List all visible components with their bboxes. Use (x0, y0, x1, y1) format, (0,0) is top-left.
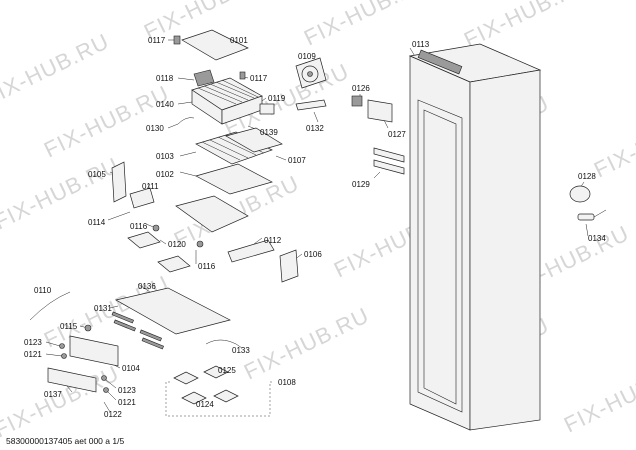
label-0131: 0131 (94, 304, 112, 313)
side-bracket-left (111, 161, 127, 203)
door-rails (373, 147, 405, 175)
label-0117: 0117 (250, 74, 268, 83)
label-0110: 0110 (34, 286, 52, 295)
label-0119: 0119 (268, 94, 286, 103)
handle-bracket (295, 99, 327, 111)
label-0114: 0114 (88, 218, 106, 227)
label-0137: 0137 (44, 390, 62, 399)
control-board (69, 335, 119, 367)
fan-assembly (295, 57, 327, 89)
sensor-mount (129, 187, 155, 209)
label-0133: 0133 (232, 346, 250, 355)
side-bracket-right (279, 249, 299, 283)
label-0139: 0139 (260, 128, 278, 137)
label-0116: 0116 (130, 222, 148, 231)
cable (29, 291, 71, 321)
label-0132: 0132 (306, 124, 324, 133)
base-plate (115, 287, 231, 335)
cable (205, 339, 237, 345)
label-0121: 0121 (24, 350, 42, 359)
drip-tray (195, 163, 273, 195)
label-0124: 0124 (196, 400, 214, 409)
clip (173, 35, 181, 45)
screw (152, 224, 160, 232)
knob (59, 343, 65, 349)
label-0117: 0117 (148, 36, 166, 45)
label-0123: 0123 (118, 386, 136, 395)
label-0126: 0126 (352, 84, 370, 93)
switch (351, 95, 363, 107)
rollers (111, 311, 164, 350)
support-frame (175, 195, 249, 233)
label-0130: 0130 (146, 124, 164, 133)
label-0108: 0108 (278, 378, 296, 387)
sensor-wire (177, 117, 195, 125)
sensor-holder (259, 103, 275, 115)
label-0101: 0101 (230, 36, 248, 45)
label-0102: 0102 (156, 170, 174, 179)
label-0129: 0129 (352, 180, 370, 189)
cover-plate (181, 29, 249, 61)
label-0136: 0136 (138, 282, 156, 291)
label-0107: 0107 (288, 156, 306, 165)
label-0116: 0116 (198, 262, 216, 271)
drain-housing (225, 127, 283, 153)
label-0115: 0115 (60, 322, 78, 331)
clip (239, 71, 246, 80)
label-0120: 0120 (168, 240, 186, 249)
label-0121: 0121 (118, 398, 136, 407)
label-0111: 0111 (142, 182, 159, 191)
label-0113: 0113 (412, 40, 430, 49)
knob (103, 387, 109, 393)
label-0128: 0128 (578, 172, 596, 181)
label-0140: 0140 (156, 100, 174, 109)
document-footer: 58300000137405 aet 000 a 1/5 (6, 436, 125, 446)
group-bracket (165, 381, 274, 417)
label-0103: 0103 (156, 152, 174, 161)
gasket-ring (569, 185, 591, 203)
evaporator-coil (191, 77, 263, 125)
pad (127, 231, 161, 249)
foam-pads (173, 365, 239, 405)
knob (61, 353, 67, 359)
hinge (577, 209, 607, 221)
pad (157, 255, 191, 273)
screw (196, 240, 204, 248)
label-0122: 0122 (104, 410, 122, 419)
label-0118: 0118 (156, 74, 174, 83)
label-0104: 0104 (122, 364, 140, 373)
label-0105: 0105 (88, 170, 106, 179)
label-0125: 0125 (218, 366, 236, 375)
label-0112: 0112 (264, 236, 282, 245)
label-0123: 0123 (24, 338, 42, 347)
mounting-arm (227, 239, 275, 263)
label-0106: 0106 (304, 250, 322, 259)
knob (101, 375, 107, 381)
knob (84, 324, 92, 332)
label-plate (367, 99, 393, 123)
cabinet (408, 43, 542, 431)
label-0134: 0134 (588, 234, 606, 243)
label-0127: 0127 (388, 130, 406, 139)
label-0109: 0109 (298, 52, 316, 61)
block (193, 69, 215, 87)
control-panel (47, 367, 97, 393)
